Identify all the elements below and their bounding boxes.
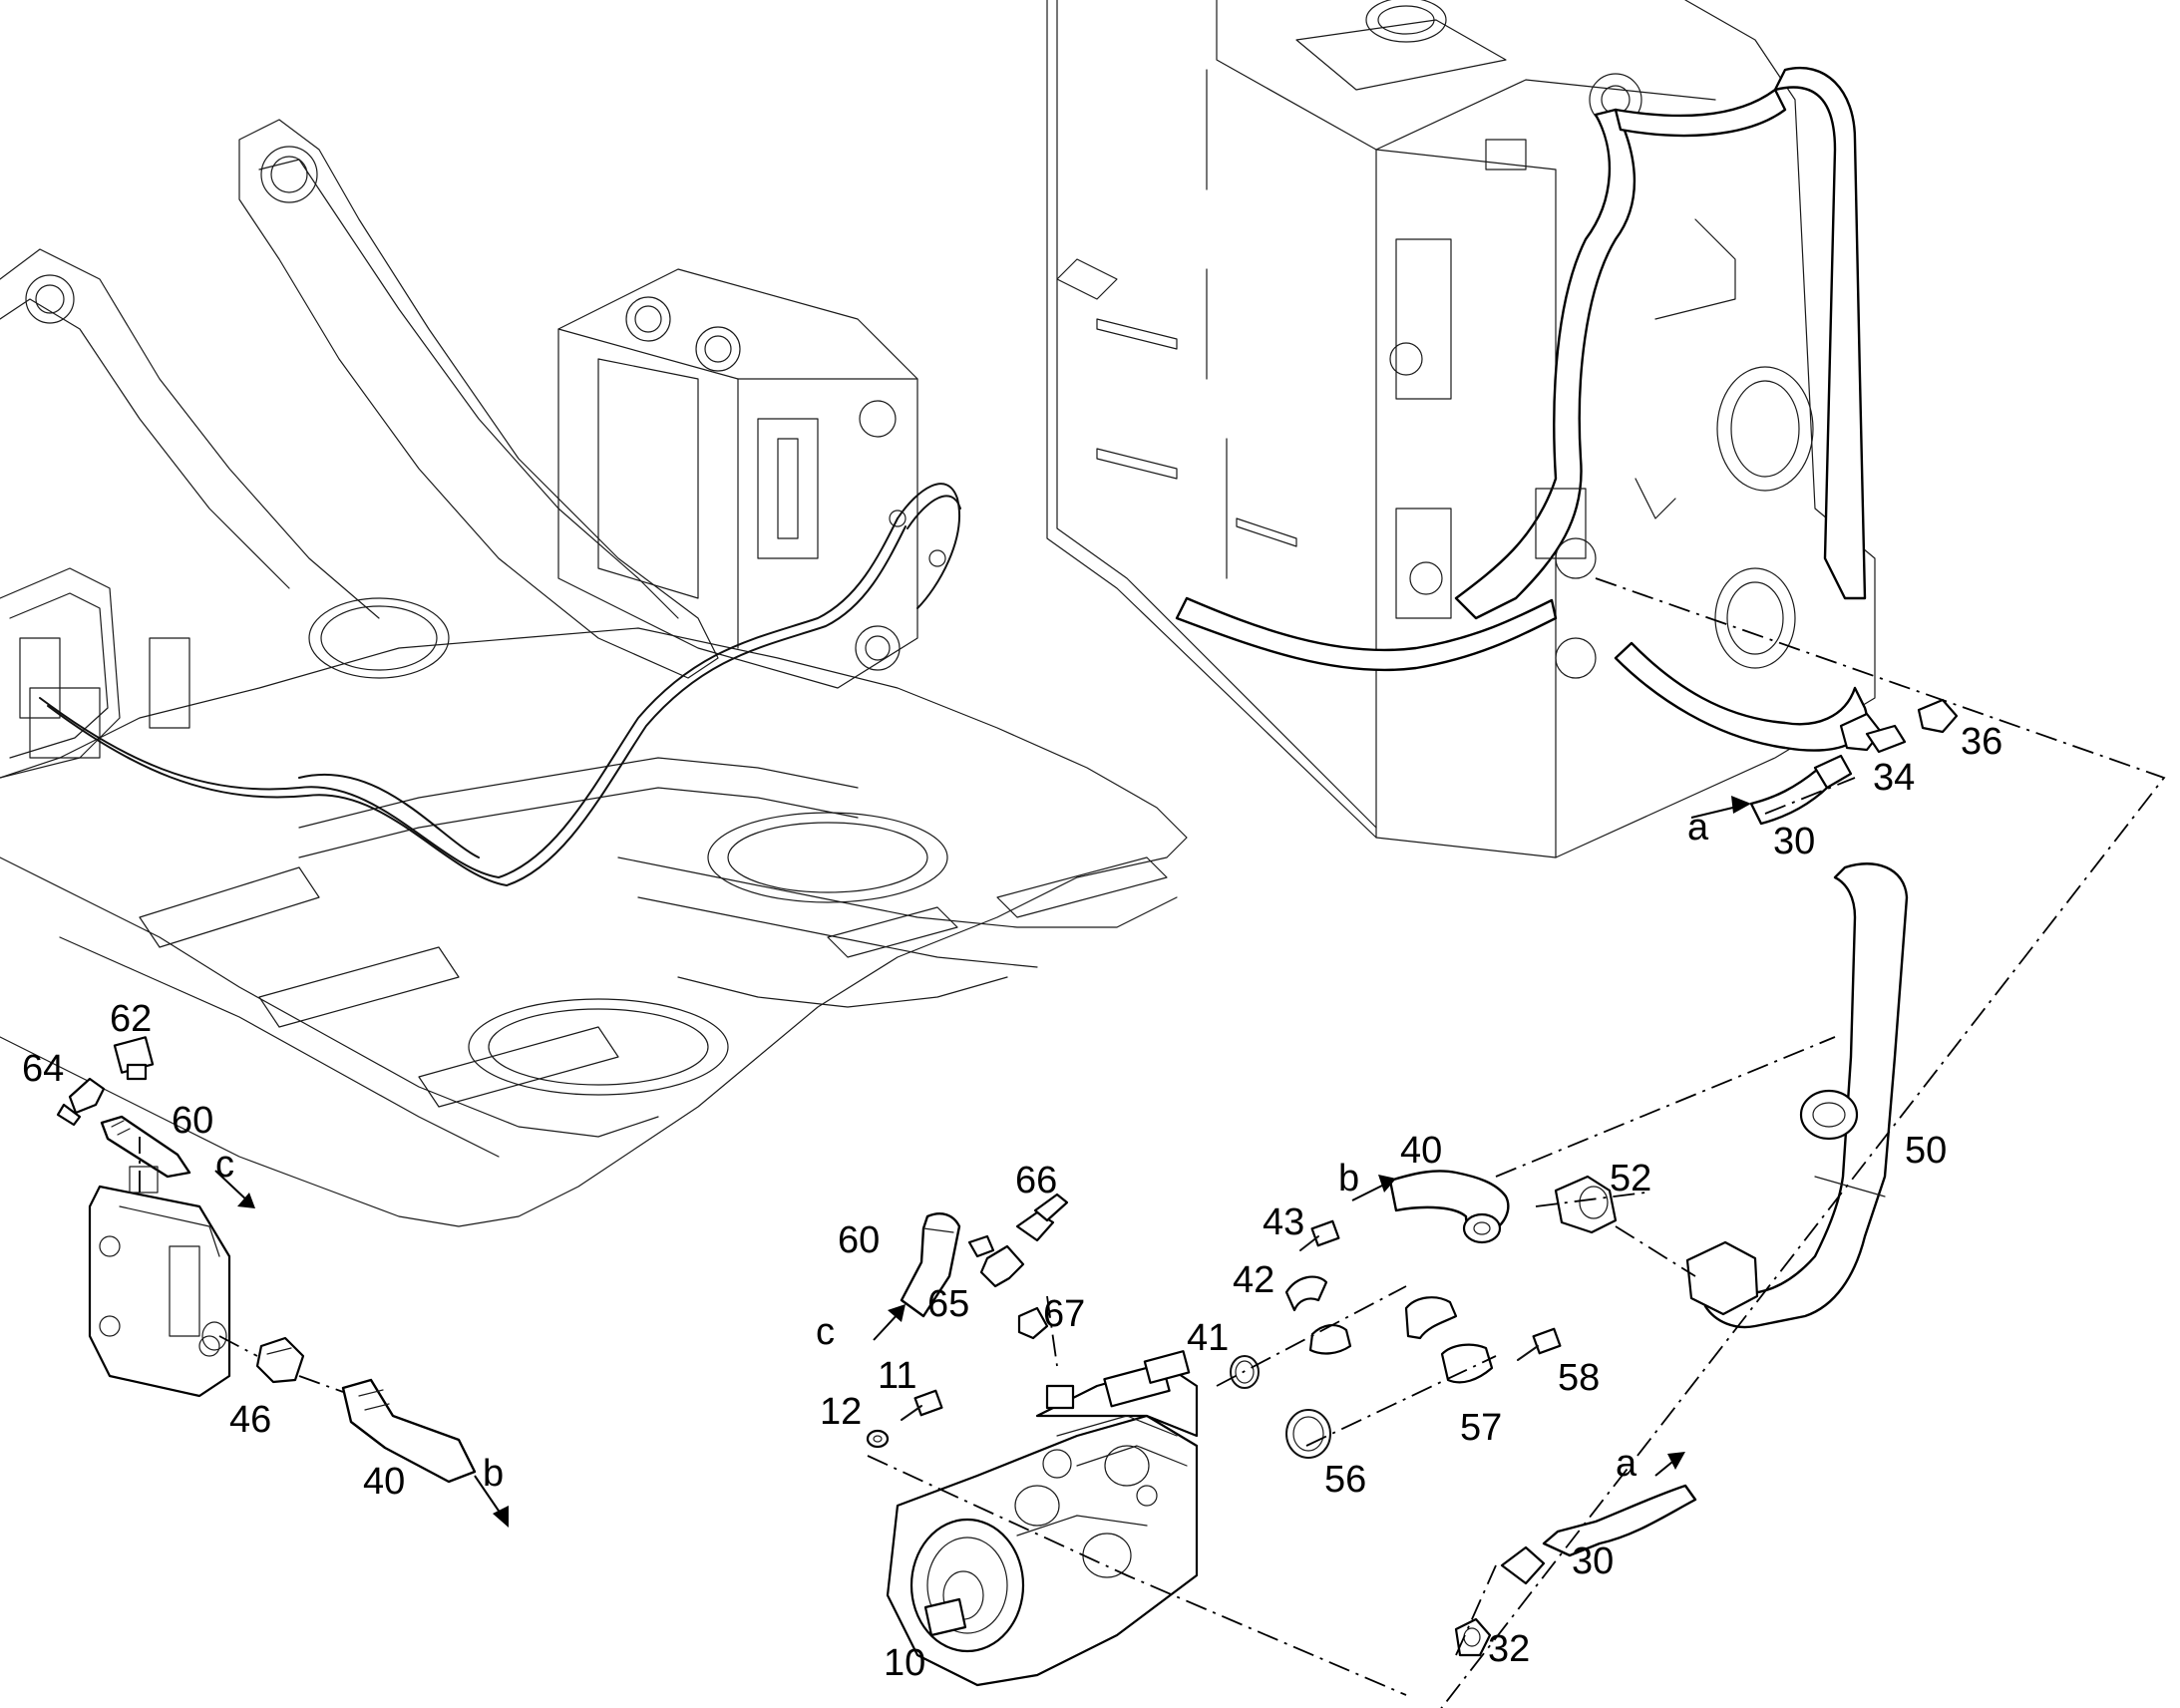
- part-36-fitting: [1917, 698, 1959, 734]
- part-30-bottom-hose: [1500, 1484, 1697, 1585]
- ref-b-mid: b: [1338, 1158, 1359, 1199]
- callout-46: 46: [229, 1399, 271, 1441]
- hydraulic-tank-assembly: [1046, 0, 1876, 858]
- machine-frame: [0, 119, 1188, 1227]
- part-40-left-hose: [341, 1378, 477, 1484]
- part-58-bolt: [1517, 1327, 1562, 1361]
- part-65-tee: [967, 1234, 1025, 1288]
- left-valve-block: [88, 1166, 231, 1398]
- ref-a-top: a: [1687, 807, 1709, 849]
- callout-66: 66: [1015, 1160, 1057, 1201]
- callout-32: 32: [1488, 1628, 1530, 1670]
- callout-67: 67: [1043, 1293, 1085, 1335]
- callout-10: 10: [884, 1642, 925, 1684]
- part-64-adapter: [56, 1077, 106, 1127]
- part-34-fitting: [1839, 712, 1907, 754]
- part-10-pump: [886, 1350, 1199, 1687]
- ref-b-left: b: [483, 1453, 504, 1495]
- callout-30-right: 30: [1572, 1540, 1614, 1582]
- part-41-o-ring: [1230, 1355, 1260, 1389]
- callout-42: 42: [1233, 1259, 1274, 1301]
- part-42-flange: [1284, 1275, 1352, 1355]
- ref-c-left: c: [215, 1144, 234, 1186]
- part-67-fitting: [1017, 1306, 1049, 1340]
- callout-58: 58: [1558, 1357, 1600, 1399]
- callout-57: 57: [1460, 1407, 1502, 1449]
- callout-52: 52: [1610, 1158, 1651, 1199]
- callout-30-top: 30: [1773, 821, 1815, 862]
- part-50-suction-hose: [1685, 862, 1909, 1329]
- callout-60-left: 60: [172, 1100, 213, 1142]
- part-60-left-hose: [100, 1115, 191, 1179]
- part-11-bolt: [901, 1389, 943, 1421]
- callout-65: 65: [927, 1283, 969, 1325]
- callout-41: 41: [1187, 1317, 1229, 1359]
- callout-12: 12: [820, 1391, 862, 1433]
- ref-c-mid: c: [816, 1311, 835, 1353]
- callout-50: 50: [1905, 1130, 1947, 1172]
- part-57-flange: [1404, 1296, 1494, 1384]
- part-52-adapter: [1554, 1175, 1618, 1234]
- callout-34: 34: [1873, 757, 1915, 799]
- callout-11: 11: [878, 1355, 916, 1397]
- part-66-fitting: [1015, 1193, 1069, 1242]
- part-60-mid-hose: [900, 1212, 961, 1318]
- callout-43: 43: [1263, 1201, 1304, 1243]
- part-46-adapter: [255, 1336, 305, 1384]
- part-40-mid-hose: [1388, 1170, 1510, 1244]
- assembly-centerlines: [139, 577, 2166, 1708]
- callout-64: 64: [22, 1048, 64, 1090]
- callout-56: 56: [1324, 1459, 1366, 1501]
- reference-arrows: [214, 796, 1751, 1528]
- part-56-o-ring: [1285, 1409, 1331, 1459]
- ref-a-bottom: a: [1616, 1443, 1637, 1485]
- callout-36: 36: [1961, 721, 2002, 763]
- reference-letters: a c b b c a: [215, 807, 1709, 1495]
- frame-hose-runs: [39, 483, 961, 886]
- callout-40-left: 40: [363, 1461, 405, 1503]
- part-62-fitting: [113, 1036, 155, 1081]
- part-12-washer: [866, 1429, 890, 1449]
- part-32-fitting: [1454, 1617, 1492, 1657]
- part-43-bolt: [1299, 1219, 1340, 1251]
- callout-labels: 62 64 60 46 40 66 60 65 67 11 12 10 43 4…: [22, 721, 2002, 1684]
- callout-40-mid: 40: [1400, 1130, 1442, 1172]
- callout-62: 62: [110, 998, 152, 1040]
- callout-60-mid: 60: [838, 1219, 880, 1261]
